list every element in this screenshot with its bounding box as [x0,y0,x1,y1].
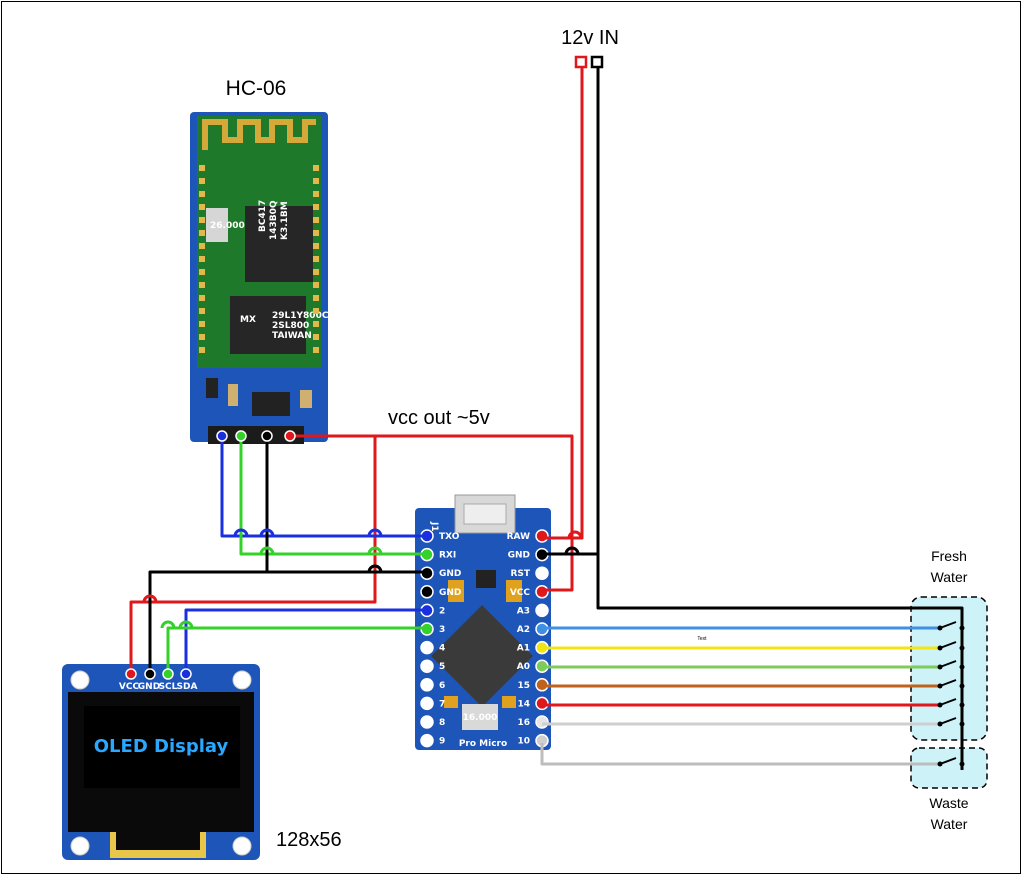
oled-pin-vcc: VCC [119,682,140,692]
hc06-pin-dots [216,430,296,442]
chip-bottom-line1: 29L1Y800C [272,311,329,321]
pm-left-pin-label: RXI [439,551,456,561]
chip-top-line1: BC417 [258,200,268,232]
label-12v-in: 12v IN [561,27,619,49]
chip-top-line3: K3.1BM [280,201,290,240]
label-hc06: HC-06 [226,77,287,100]
svg-text:26.000: 26.000 [210,221,245,231]
pm-left-pin-6 [420,678,434,692]
chip-bottom-line3: TAIWAN [272,331,312,341]
pm-left-pin-label: GND [439,588,461,598]
wire-oled-gnd [148,570,267,672]
waste-water-sensor [910,747,988,789]
pm-left-pin-label: 8 [439,718,445,728]
wire-hc06-green [239,436,427,556]
wire-hops [142,528,583,629]
pm-right-pin-rst [535,566,549,580]
wire-oled-sda [184,608,427,672]
pm-right-pin-raw [535,529,549,543]
pm-right-pin-label: RAW [507,532,530,542]
oled-screen-text: OLED Display [94,736,229,757]
pm-right-pin-label: RST [510,569,530,579]
wire-12v-black [596,64,964,770]
pm-left-pin-label: GND [439,569,461,579]
label-waste-1: Waste [929,795,968,811]
pm-right-pin-vcc [535,585,549,599]
pm-right-pin-label: 14 [517,699,530,709]
hc06-module: BC417 143B0Q K3.1BM MX 29L1Y800C 2SL800 … [190,112,329,444]
label-waste-2: Water [931,816,968,832]
pm-left-pin-label: 7 [439,699,445,709]
pm-right-pin-label: 10 [517,737,530,747]
pm-left-pin-label: 3 [439,625,445,635]
pro-micro-name: Pro Micro [459,739,507,749]
label-vcc-out: vcc out ~5v [388,407,490,429]
pm-right-pin-label: A3 [517,606,530,616]
oled-pin-dots [125,668,192,680]
pm-left-pin-7 [420,696,434,711]
wire-oled-scl [166,626,427,672]
pm-left-pin-gnd [420,585,434,599]
wires [129,64,964,770]
pm-left-pin-8 [420,715,434,729]
pm-right-pin-label: A1 [517,644,530,654]
sensor-switches [939,621,957,765]
sensor-dots [937,625,965,767]
wire-vcc-out [290,434,574,592]
wire-12v-red [576,64,584,540]
pm-right-pin-label: A0 [517,662,530,672]
pm-right-pin-a3 [535,603,549,618]
chip-top-line2: 143B0Q [269,200,279,240]
hc06-crystal [206,208,228,242]
label-fresh-1: Fresh [931,548,967,564]
pm-right-pin-label: 16 [517,718,530,728]
wire-hc06-black [265,436,427,574]
pm-left-pin-label: 9 [439,737,445,747]
oled-pin-scl: SCL [159,682,178,692]
pm-left-pin-9 [420,733,434,748]
pm-left-pin-label: 5 [439,662,445,672]
pm-left-pin-label: 6 [439,681,445,691]
pm-right-pin-16 [535,715,549,729]
pm-left-pin-5 [420,659,434,673]
wire-hc06-blue [220,436,427,538]
power-input-connector [574,55,604,69]
pm-right-pin-label: A2 [517,625,530,635]
pm-left-pin-4 [420,640,434,655]
pm-right-pin-label: GND [508,551,530,561]
pm-left-pin-label: 4 [439,644,445,654]
bc417-chip [245,206,313,282]
pm-right-pin-label: 15 [517,681,530,691]
oled-module: OLED Display VCC GND SCL SDA [62,664,260,860]
pm-right-pin-label: VCC [510,588,531,598]
wire-sensor-10 [540,743,940,766]
hc06-header [208,426,304,444]
chip-bottom-line2: 2SL800 [272,321,309,331]
oled-screen [84,706,240,788]
oled-pin-sda: SDA [177,682,198,692]
label-oled-size: 128x56 [276,829,342,851]
label-tiny-text: Text [697,636,707,642]
svg-text:16.000: 16.000 [463,713,498,723]
pm-header-j1: J1 [429,521,439,532]
pm-crystal [462,704,498,730]
wire-vcc-to-oled [129,436,377,672]
chip-brand: MX [240,315,256,325]
label-fresh-2: Water [931,569,968,585]
pm-left-pin-label: 2 [439,606,445,616]
flash-chip [230,296,306,354]
pro-micro-board: 16.000 Pro Micro J1 TXO RXI GND GND 2 3 4 5 6 7 8 9… [415,494,551,750]
pm-left-pin-label: TXO [439,532,460,542]
pm-right-pin-14 [535,696,549,711]
oled-pin-gnd: GND [138,682,160,692]
